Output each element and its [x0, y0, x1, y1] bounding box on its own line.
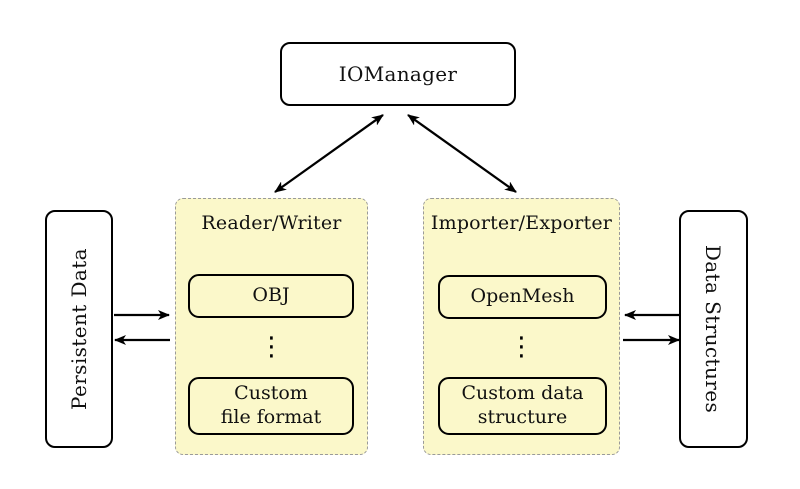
node-data-structures: Data Structures: [679, 210, 748, 448]
node-persistent-data-label: Persistent Data: [67, 248, 92, 410]
panel-importer-exporter-title: Importer/Exporter: [430, 212, 613, 234]
arrow-iomanager-readerwriter: [274, 114, 384, 193]
vdots-importer-exporter: ⋮: [508, 332, 535, 362]
node-custom-data-structure: Custom data structure: [438, 377, 607, 435]
node-custom-file-format: Custom file format: [188, 377, 354, 435]
node-openmesh: OpenMesh: [438, 275, 607, 319]
node-iomanager-label: IOManager: [338, 62, 458, 86]
arrow-iomanager-importerexporter: [407, 114, 517, 193]
panel-reader-writer: Reader/Writer OBJ ⋮ Custom file format: [175, 198, 368, 455]
panel-reader-writer-title: Reader/Writer: [201, 212, 342, 234]
panel-importer-exporter: Importer/Exporter OpenMesh ⋮ Custom data…: [423, 198, 620, 455]
node-data-structures-label: Data Structures: [701, 244, 726, 414]
node-iomanager: IOManager: [280, 42, 516, 106]
node-obj: OBJ: [188, 274, 354, 318]
vdots-reader-writer: ⋮: [258, 332, 285, 362]
node-persistent-data: Persistent Data: [45, 210, 113, 448]
